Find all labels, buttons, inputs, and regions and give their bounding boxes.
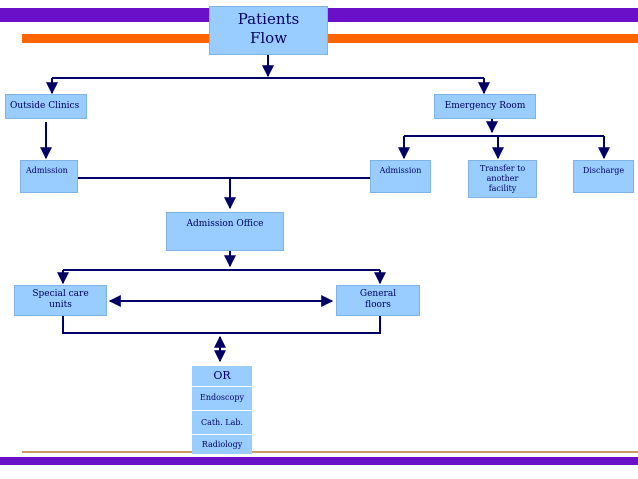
node-outside-clinics: Outside Clinics [5, 94, 87, 119]
label-transfer: Transfer to another facility [479, 164, 526, 193]
title-box: Patients Flow [209, 6, 328, 55]
procedure-cath-lab: Cath. Lab. [192, 410, 252, 434]
label-discharge: Discharge [582, 166, 625, 175]
label-admission-office: Admission Office [186, 219, 264, 229]
label-cath-lab: Cath. Lab. [200, 418, 244, 427]
node-admission-office: Admission Office [166, 212, 284, 251]
label-emergency-room: Emergency Room [444, 101, 526, 111]
procedure-radiology: Radiology [192, 434, 252, 454]
label-general-floors: General floors [359, 289, 397, 310]
node-admission-left: Admission [20, 160, 78, 193]
label-admission-er: Admission [379, 166, 422, 175]
label-or: OR [213, 369, 231, 382]
node-special-care: Special care units [14, 285, 107, 316]
top-orange-band [22, 34, 638, 43]
node-admission-er: Admission [370, 160, 431, 193]
node-general-floors: General floors [336, 285, 420, 316]
label-special-care: Special care units [32, 289, 89, 310]
label-admission-left: Admission [26, 166, 68, 175]
procedure-header-or: OR [192, 366, 252, 386]
procedure-endoscopy: Endoscopy [192, 386, 252, 410]
title-line-2: Flow [249, 29, 288, 47]
bottom-tan-line [22, 451, 638, 453]
label-radiology: Radiology [201, 440, 243, 449]
bottom-purple-band [0, 457, 638, 465]
node-emergency-room: Emergency Room [434, 94, 536, 119]
label-endoscopy: Endoscopy [200, 393, 244, 402]
label-outside-clinics: Outside Clinics [10, 101, 80, 111]
node-discharge: Discharge [573, 160, 634, 193]
title-line-1: Patients [237, 10, 300, 28]
merge-line-units [62, 316, 381, 334]
node-transfer: Transfer to another facility [468, 160, 537, 198]
